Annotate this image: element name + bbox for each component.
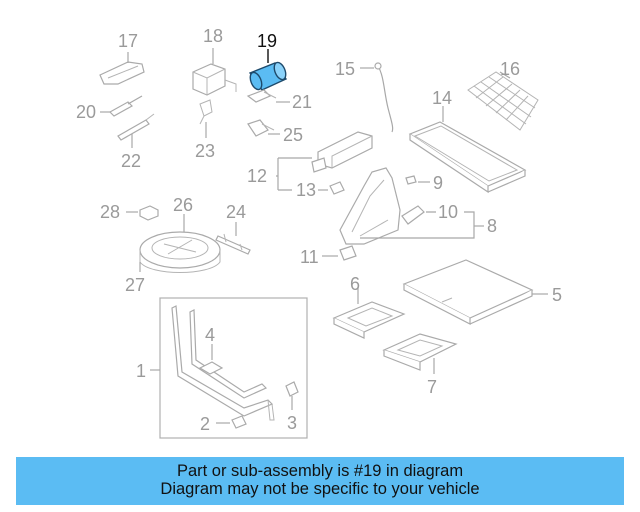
info-banner: Part or sub-assembly is #19 in diagram D… xyxy=(16,457,624,505)
part-16-net xyxy=(467,71,539,131)
part-15-rod xyxy=(360,62,394,133)
callout-9[interactable]: 9 xyxy=(433,173,443,193)
part-11-cap xyxy=(339,245,357,261)
callout-14[interactable]: 14 xyxy=(432,88,452,108)
callout-13[interactable]: 13 xyxy=(296,180,316,200)
callout-26[interactable]: 26 xyxy=(173,195,193,215)
part-12-panel xyxy=(311,131,373,173)
callout-17[interactable]: 17 xyxy=(118,31,138,51)
part-side-trim xyxy=(339,167,425,245)
part-7-tray xyxy=(382,333,458,374)
callout-15[interactable]: 15 xyxy=(335,59,355,79)
part-5-mat xyxy=(402,259,548,325)
part-17-jack xyxy=(99,52,145,85)
callout-20[interactable]: 20 xyxy=(76,102,96,122)
callout-12[interactable]: 12 xyxy=(247,166,267,186)
part-3-clip xyxy=(285,381,299,410)
callout-19[interactable]: 19 xyxy=(257,31,277,51)
callout-4[interactable]: 4 xyxy=(205,325,215,345)
part-20-link xyxy=(100,95,143,117)
part-2-clip xyxy=(216,415,247,429)
part-28-nut xyxy=(126,205,159,221)
callout-22[interactable]: 22 xyxy=(121,151,141,171)
callout-18[interactable]: 18 xyxy=(203,26,223,46)
leader-8-10 xyxy=(360,211,475,239)
callout-7[interactable]: 7 xyxy=(427,377,437,397)
callout-8[interactable]: 8 xyxy=(487,216,497,236)
callout-3[interactable]: 3 xyxy=(287,413,297,433)
part-22-wrench xyxy=(117,113,155,148)
part-26-tray xyxy=(139,214,221,273)
callout-6[interactable]: 6 xyxy=(350,274,360,294)
part-25-clamp xyxy=(247,119,280,137)
callout-16[interactable]: 16 xyxy=(500,59,520,79)
callout-27[interactable]: 27 xyxy=(125,275,145,295)
callout-10[interactable]: 10 xyxy=(438,202,458,222)
callout-25[interactable]: 25 xyxy=(283,125,303,145)
callout-24[interactable]: 24 xyxy=(226,202,246,222)
banner-line-2: Diagram may not be specific to your vehi… xyxy=(160,480,480,498)
part-18-box xyxy=(192,48,237,96)
part-24-strip xyxy=(215,222,251,255)
part-19-cylinder[interactable] xyxy=(248,49,288,91)
part-21-bracket xyxy=(246,89,290,103)
callout-11[interactable]: 11 xyxy=(300,247,319,267)
leader-12-13 xyxy=(276,157,312,191)
part-13-button xyxy=(329,181,345,195)
callout-2[interactable]: 2 xyxy=(200,414,210,434)
callout-23[interactable]: 23 xyxy=(195,141,215,161)
callout-28[interactable]: 28 xyxy=(100,202,120,222)
part-1-trim xyxy=(171,305,275,421)
part-4-tab xyxy=(198,344,224,375)
sub-assembly-box xyxy=(159,297,308,439)
part-14-shelf xyxy=(408,106,527,194)
callout-21[interactable]: 21 xyxy=(292,92,312,112)
part-6-tray xyxy=(332,288,406,339)
callout-1[interactable]: 1 xyxy=(136,361,146,381)
callout-5[interactable]: 5 xyxy=(552,285,562,305)
banner-line-1: Part or sub-assembly is #19 in diagram xyxy=(176,462,464,480)
part-23-clip xyxy=(199,99,213,138)
